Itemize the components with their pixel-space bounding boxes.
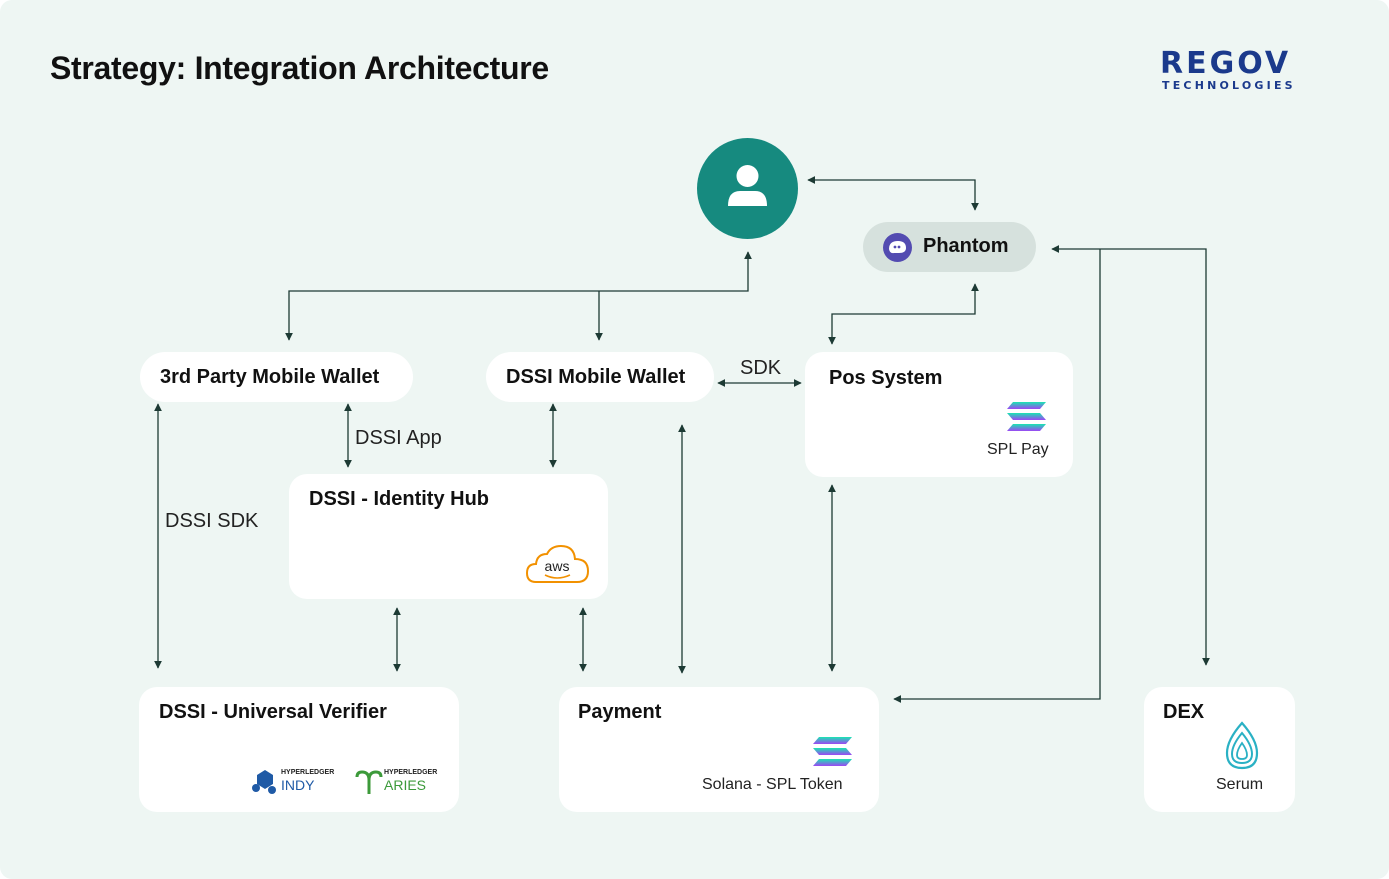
- aws-icon: aws: [526, 544, 590, 583]
- dssi-app-edge-label: DSSI App: [355, 427, 442, 449]
- dex-label: DEX: [1163, 701, 1205, 723]
- page-title: Strategy: Integration Architecture: [50, 50, 549, 86]
- logo-tagline: TECHNOLOGIES: [1162, 79, 1296, 92]
- edge-bus-payment: [893, 249, 1101, 703]
- hyperledger-aries-icon: HYPERLEDGER ARIES: [355, 768, 445, 798]
- dex-sub: Serum: [1216, 776, 1264, 793]
- third-party-wallet-node: 3rd Party Mobile Wallet: [140, 352, 413, 402]
- payment-node: Payment Solana - SPL Token: [559, 687, 879, 812]
- phantom-ghost-icon: [883, 233, 912, 262]
- user-icon: [728, 165, 767, 206]
- pos-system-node: Pos System SPL Pay: [805, 352, 1073, 477]
- identity-hub-node: DSSI - Identity Hub aws: [289, 474, 608, 599]
- phantom-node: Phantom: [863, 222, 1036, 272]
- pos-system-label: Pos System: [829, 367, 943, 389]
- indy-top-text: HYPERLEDGER: [281, 769, 335, 776]
- universal-verifier-label: DSSI - Universal Verifier: [159, 701, 387, 723]
- pos-system-sub: SPL Pay: [987, 441, 1049, 458]
- phantom-label: Phantom: [923, 235, 1009, 257]
- dssi-mobile-wallet-label: DSSI Mobile Wallet: [506, 366, 686, 388]
- aries-name-text: ARIES: [384, 777, 427, 793]
- third-party-wallet-label: 3rd Party Mobile Wallet: [160, 366, 380, 388]
- sdk-edge-label: SDK: [740, 357, 782, 379]
- indy-name-text: INDY: [281, 777, 315, 793]
- dssi-sdk-edge-label: DSSI SDK: [165, 510, 259, 532]
- dssi-mobile-wallet-node: DSSI Mobile Wallet: [486, 352, 714, 402]
- edge-user-bus: [285, 251, 752, 341]
- payment-label: Payment: [578, 701, 662, 723]
- identity-hub-label: DSSI - Identity Hub: [309, 488, 489, 510]
- dex-node: DEX Serum: [1144, 687, 1295, 812]
- solana-icon: [1007, 402, 1046, 431]
- serum-icon: [1225, 721, 1259, 770]
- universal-verifier-node: DSSI - Universal Verifier HYPERLEDGER IN…: [139, 687, 459, 812]
- logo-wordmark: REGOV: [1160, 46, 1292, 81]
- aws-icon-text: aws: [545, 558, 570, 574]
- solana-icon: [813, 737, 852, 766]
- edge-user-phantom: [807, 176, 979, 211]
- edge-phantom-dex: [1051, 245, 1210, 666]
- regov-logo: REGOV TECHNOLOGIES: [1160, 46, 1330, 96]
- payment-sub: Solana - SPL Token: [702, 776, 843, 793]
- aries-top-text: HYPERLEDGER: [384, 769, 438, 776]
- hyperledger-indy-icon: HYPERLEDGER INDY: [251, 768, 341, 798]
- edge-phantom-pos: [828, 283, 979, 345]
- user-node: [697, 138, 798, 239]
